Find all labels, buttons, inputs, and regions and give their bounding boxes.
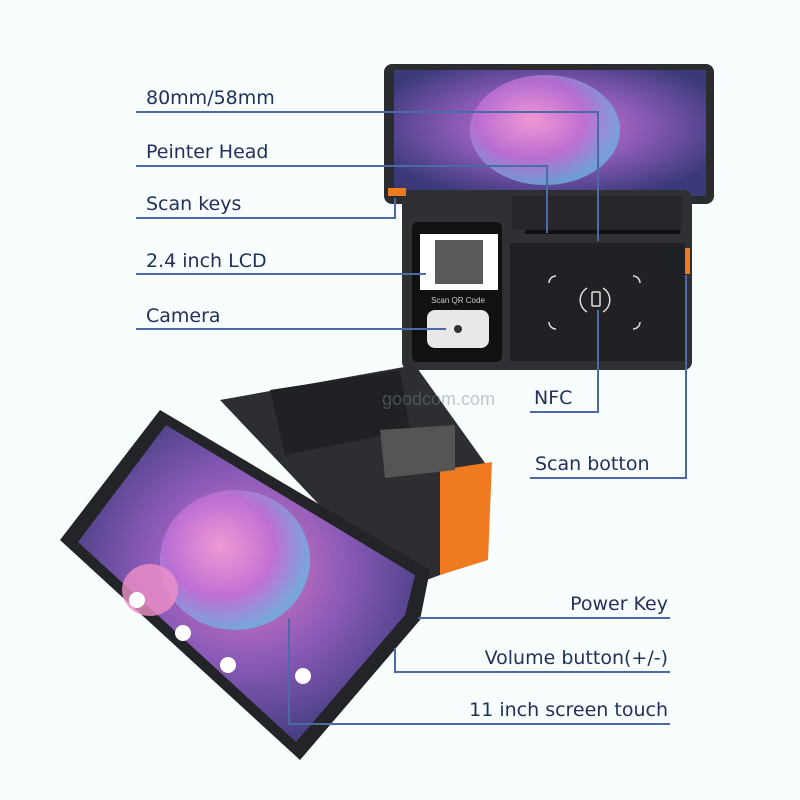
leader-line	[418, 617, 670, 619]
label-nfc: NFC	[534, 387, 573, 409]
label-volume-button: Volume button(+/-)	[484, 647, 668, 669]
leader-line	[136, 111, 599, 113]
leader-line	[597, 111, 599, 241]
leader-line	[685, 275, 687, 478]
leader-line	[395, 671, 670, 673]
leader-line	[136, 273, 426, 275]
nfc-icon	[548, 275, 641, 330]
label-screen: 11 inch screen touch	[469, 699, 668, 721]
label-lcd: 2.4 inch LCD	[146, 250, 267, 272]
leader-line	[289, 723, 670, 725]
label-paper-width: 80mm/58mm	[146, 87, 275, 109]
leader-line	[136, 165, 548, 167]
leader-line	[530, 477, 687, 479]
leader-line	[136, 328, 446, 330]
bottom-device	[60, 365, 492, 760]
label-power-key: Power Key	[570, 593, 668, 615]
label-camera: Camera	[146, 305, 221, 327]
label-scan-button: Scan botton	[535, 453, 650, 475]
leader-line	[546, 165, 548, 233]
label-scan-keys: Scan keys	[146, 193, 242, 215]
top-tablet	[384, 64, 714, 204]
watermark: goodcom.com	[382, 389, 496, 409]
printer-base: Scan QR Code	[388, 188, 692, 370]
leader-line	[597, 310, 599, 412]
lcd-caption: Scan QR Code	[431, 296, 485, 305]
leader-line	[136, 217, 396, 219]
leader-line	[288, 618, 290, 725]
leader-line	[530, 411, 599, 413]
leader-line	[394, 648, 396, 673]
label-printer-head: Peinter Head	[146, 141, 269, 163]
leader-line	[394, 198, 396, 219]
